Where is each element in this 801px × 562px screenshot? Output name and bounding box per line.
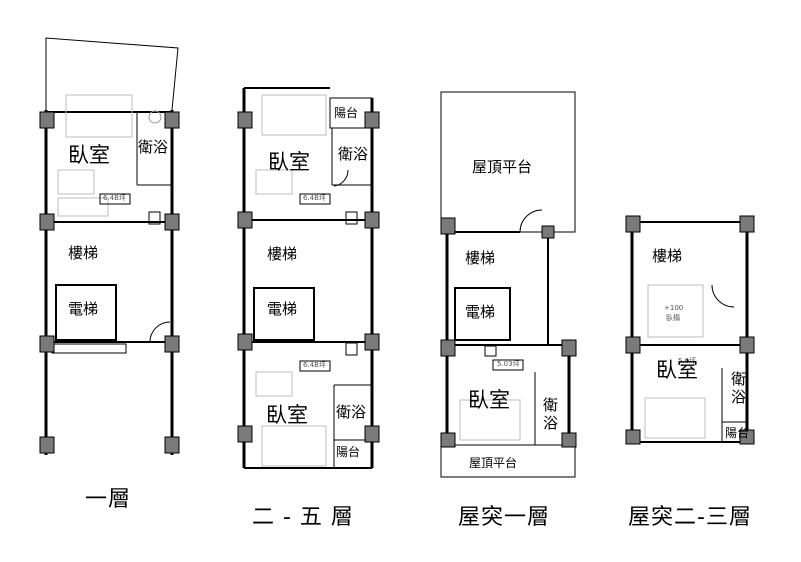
- roof-2-3-bed: [644, 397, 706, 439]
- roof-1-elevator-shaft: [454, 287, 511, 341]
- floor-1-bed: [65, 94, 133, 138]
- roof-2-3-raised-platform: [647, 284, 704, 338]
- roof-1-bath-label-2: 浴: [543, 414, 559, 432]
- roof-2-3-stair-label: 樓梯: [652, 247, 683, 265]
- roof-1-door-swing-top: [519, 209, 543, 233]
- floor-1-door-swing: [149, 321, 171, 344]
- floor-1-elevator-label: 電梯: [68, 300, 99, 318]
- floor-2-5-bedroom-top-label: 臥室: [268, 150, 310, 174]
- floor-2-5-area-tag-bottom-text: 6.4B坪: [303, 361, 326, 369]
- roof-2-3-door-swing: [711, 284, 735, 308]
- floor-2-5-balcony-top-label: 陽台: [334, 106, 359, 120]
- floor-2-5-area-tag-top: [299, 193, 331, 205]
- floor-2-5-area-tag-bottom: [299, 360, 331, 372]
- roof-1-terrace-top-label: 屋頂平台: [472, 158, 533, 176]
- floor-1-garden-outline: [45, 37, 179, 111]
- roof-2-3-bedroom-label: 臥室: [656, 358, 698, 382]
- roof-2-3-columns: [625, 215, 755, 445]
- roof-1-caption: 屋突一層: [458, 505, 551, 530]
- roof-2-3-area-tag-text: 5.0坪: [678, 357, 697, 365]
- floor-1-sofa: [57, 169, 95, 195]
- roof-2-3-caption: 屋突二-三層: [628, 505, 752, 530]
- floor-1-threshold: [51, 343, 127, 354]
- floor-1-stair-label: 樓梯: [68, 244, 99, 262]
- floor-1-bath-label: 衛浴: [138, 138, 169, 156]
- roof-1-bath-label-1: 衛: [543, 396, 559, 414]
- floor-1-columns: [39, 111, 180, 454]
- floor-2-5-bed-top: [261, 94, 327, 136]
- floor-2-5-bath-top-label: 衛浴: [338, 145, 369, 163]
- roof-2-3-balcony-label: 陽台: [725, 426, 750, 440]
- floor-2-5-elevator-label: 電梯: [267, 300, 298, 318]
- roof-2-3-bath-label-1: 衛: [731, 370, 747, 388]
- roof-1-area-tag-text: 5.03坪: [497, 360, 520, 368]
- roof-1-bedroom-label: 臥室: [468, 388, 510, 412]
- floor-2-5-caption: 二 - 五 層: [252, 505, 354, 530]
- floor-1-area-tag: [99, 193, 131, 205]
- roof-1-stair-label: 樓梯: [465, 249, 496, 267]
- floor-2-5-bedroom-bottom-label: 臥室: [266, 403, 308, 427]
- floor-2-5-sink-bottom: [345, 342, 358, 356]
- floor-2-5-sofa-top: [255, 169, 293, 195]
- roof-1-columns: [440, 217, 577, 448]
- floor-1-area-tag-text: 6.4B坪: [103, 194, 126, 202]
- roof-1-terrace-bottom-outline: [440, 444, 576, 478]
- floor-2-5-area-tag-top-text: 6.4B坪: [303, 194, 326, 202]
- floor-2-5-sink-top: [345, 211, 358, 225]
- floor-1-elevator-shaft: [55, 284, 117, 341]
- floor-2-5-bed-bottom: [261, 425, 327, 467]
- floor-2-5-sofa-bottom: [255, 371, 293, 397]
- floor-2-5-balcony-bottom-label: 陽台: [336, 445, 361, 459]
- floor-2-5-door-swing: [333, 169, 349, 187]
- roof-1-terrace-bottom-label: 屋頂平台: [469, 456, 518, 470]
- floor-2-5-plan: [237, 87, 380, 469]
- roof-2-3-bath-label-2: 浴: [731, 388, 747, 406]
- roof-1-bed: [459, 399, 521, 441]
- roof-2-3-level-note: 臥榻: [666, 314, 680, 322]
- roof-1-elevator-label: 電梯: [465, 303, 496, 321]
- floor-1-caption: 一層: [85, 487, 132, 512]
- floor-2-5-elevator-shaft: [253, 287, 315, 341]
- floor-2-5-balcony-bottom: [333, 439, 373, 469]
- floor-1-bedroom-label: 臥室: [68, 143, 110, 167]
- floor-1-sink: [148, 211, 161, 225]
- roof-1-sink: [484, 345, 497, 357]
- floor-2-5-stair-label: 樓梯: [267, 245, 298, 263]
- floor-2-5-columns: [237, 111, 380, 443]
- floor-2-5-bath-bottom-label: 衛浴: [336, 403, 367, 421]
- roof-1-plan: [440, 91, 577, 478]
- roof-1-area-tag: [492, 359, 524, 371]
- floor-1-toilet: [148, 110, 162, 124]
- roof-2-3-level-mark: +100: [664, 304, 684, 312]
- floor-1-plan: [39, 37, 180, 455]
- roof-2-3-plan: [625, 215, 755, 445]
- floor-1-desk: [57, 197, 109, 217]
